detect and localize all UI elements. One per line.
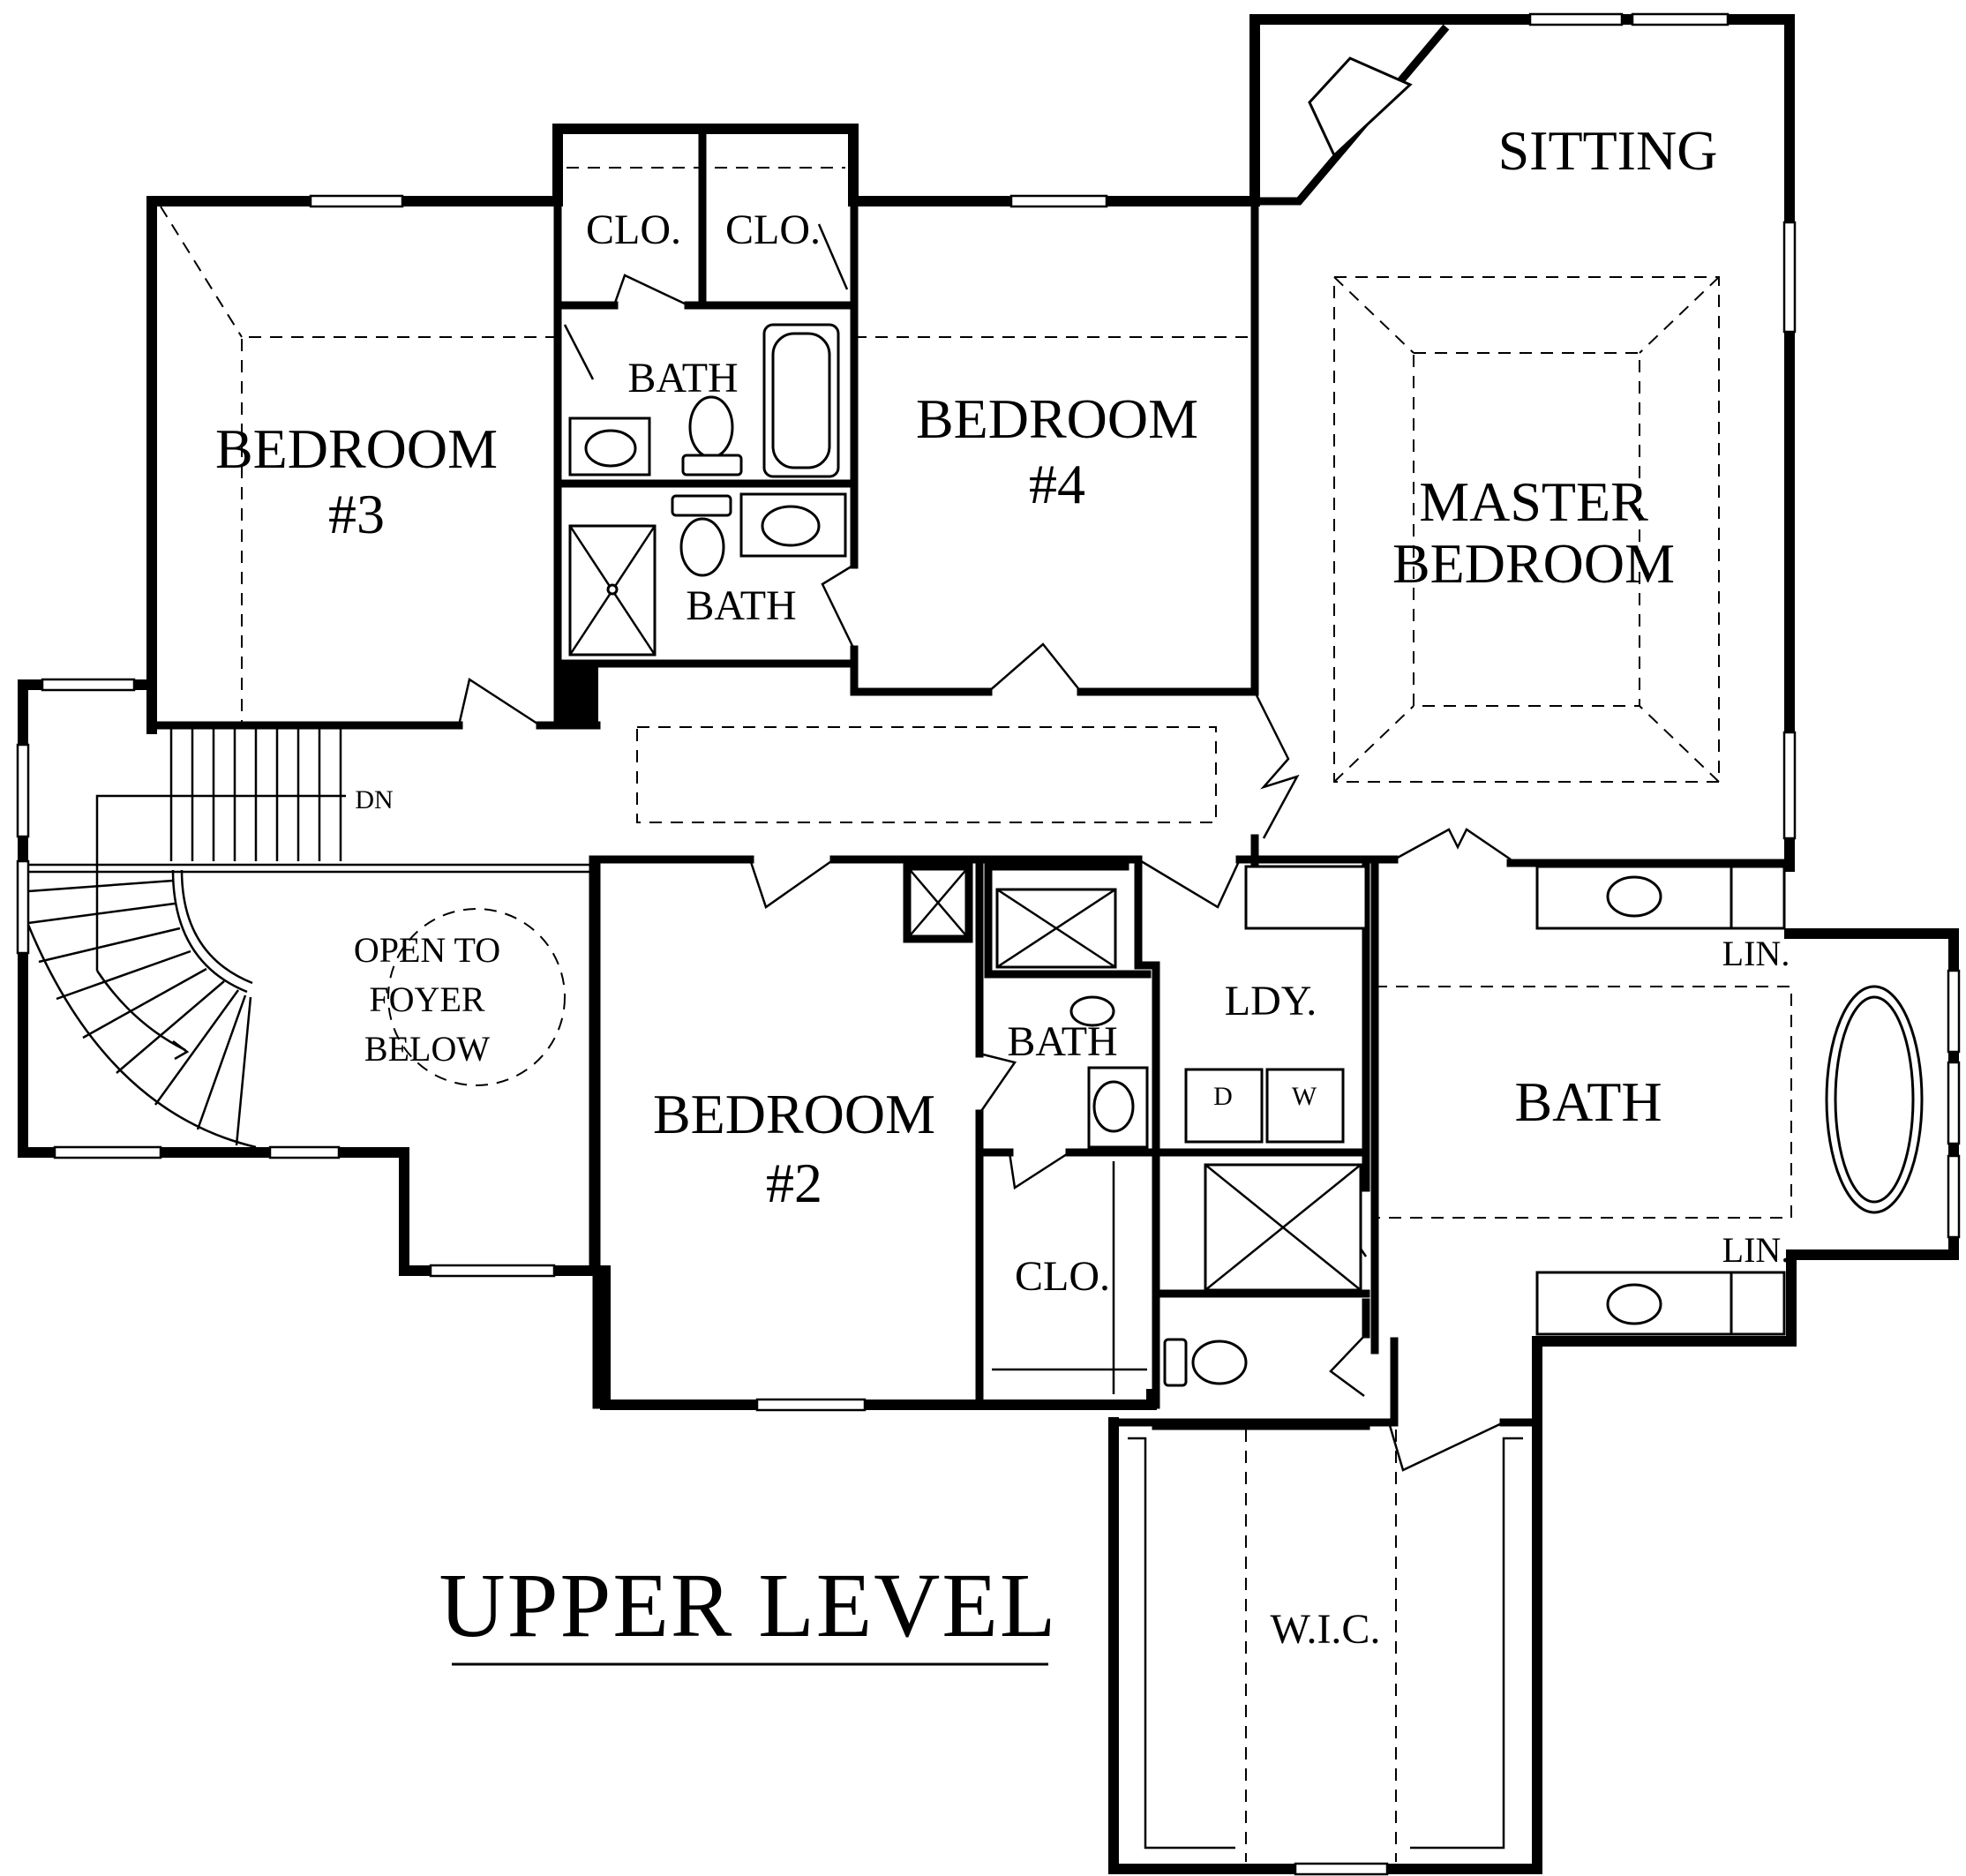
label-bedroom3-line1: BEDROOM: [215, 417, 498, 480]
label-bath-small: BATH: [1007, 1018, 1117, 1065]
label-closet-left: CLO.: [586, 206, 681, 253]
plan-title-text: UPPER LEVEL: [439, 1555, 1058, 1656]
label-walk-in-closet: W.I.C.: [1271, 1606, 1381, 1653]
label-bedroom4-line1: BEDROOM: [916, 387, 1198, 450]
label-sitting: SITTING: [1498, 119, 1718, 182]
windows: [16, 12, 1961, 1876]
label-washer: W: [1292, 1082, 1317, 1111]
label-open-to-foyer-line3: BELOW: [364, 1029, 490, 1069]
label-bath-top: BATH: [627, 355, 738, 401]
label-master-line1: MASTER: [1419, 470, 1648, 533]
label-master-bath: BATH: [1514, 1070, 1662, 1133]
label-bedroom2-line2: #2: [766, 1152, 822, 1214]
ceiling-lines: [160, 167, 1792, 1862]
label-bath-mid: BATH: [686, 582, 796, 629]
label-bedroom3-line2: #3: [328, 483, 385, 545]
stairs: [26, 729, 593, 1149]
room-labels: BEDROOM #3 CLO. CLO. BATH BATH BEDROOM #…: [215, 119, 1790, 1653]
label-bedroom2-line1: BEDROOM: [653, 1083, 935, 1145]
label-stair-dn: DN: [355, 785, 393, 814]
plan-title: UPPER LEVEL: [439, 1555, 1058, 1666]
doors: [457, 223, 1512, 1472]
label-laundry: LDY.: [1225, 978, 1317, 1024]
label-dryer: D: [1213, 1082, 1233, 1111]
fixtures: [568, 56, 1924, 1850]
label-open-to-foyer-line1: OPEN TO: [354, 930, 500, 970]
label-bedroom4-line2: #4: [1029, 453, 1085, 515]
label-closet-bedroom2: CLO.: [1015, 1253, 1110, 1300]
label-open-to-foyer-line2: FOYER: [369, 979, 484, 1019]
label-linen-bottom: LIN.: [1722, 1230, 1790, 1270]
label-closet-right: CLO.: [725, 206, 821, 253]
label-master-line2: BEDROOM: [1392, 532, 1675, 595]
interior-walls: [147, 24, 1794, 1430]
label-linen-top: LIN.: [1722, 934, 1790, 973]
